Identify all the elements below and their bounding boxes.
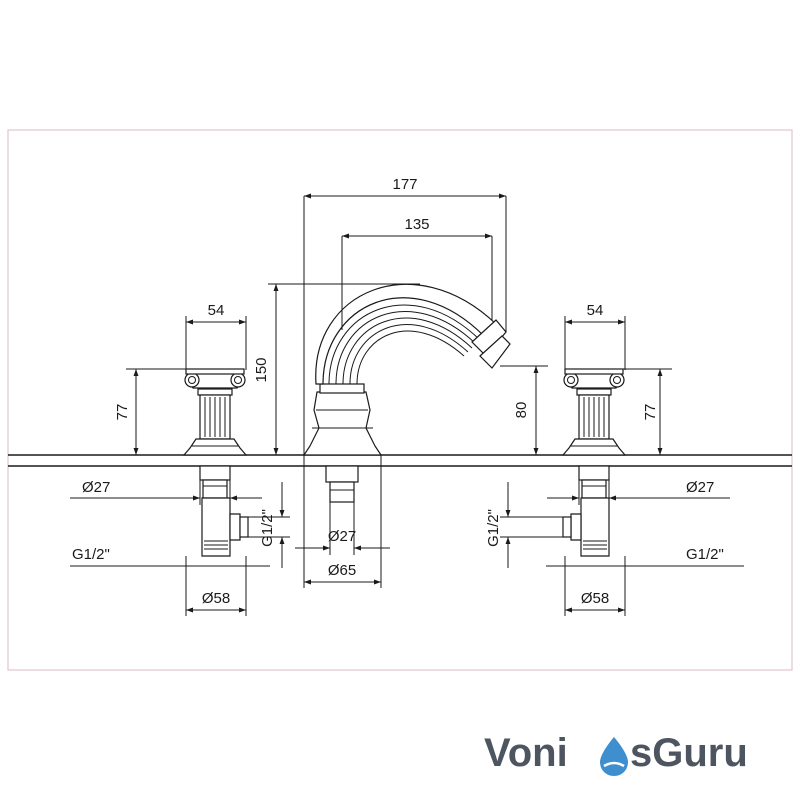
dim-line-135 <box>341 233 493 330</box>
dim-line-80 <box>500 365 548 455</box>
dim-line-150 <box>268 283 420 455</box>
label-d58-right: Ø58 <box>581 590 609 607</box>
dim-line-54-right <box>564 316 626 370</box>
dim-line-77-right <box>622 368 672 455</box>
spout-stem <box>325 465 359 503</box>
label-177: 177 <box>392 176 417 193</box>
label-77-left: 77 <box>114 404 131 421</box>
dim-line-54-left <box>185 316 247 370</box>
label-77-right: 77 <box>642 404 659 421</box>
brand-logo: Voni sGuru <box>484 731 748 776</box>
dim-line-d27-left <box>70 480 262 505</box>
dim-line-g12-elbow-left <box>248 482 290 568</box>
label-54-right: 54 <box>587 302 604 319</box>
label-d27-right: Ø27 <box>686 479 714 496</box>
label-g12-elbow-right: G1/2" <box>485 509 502 547</box>
logo-text-right: sGuru <box>630 731 748 775</box>
label-g12-elbow-left: G1/2" <box>259 509 276 547</box>
label-135: 135 <box>404 216 429 233</box>
deck-surface <box>8 454 792 467</box>
dim-line-d65 <box>303 455 382 588</box>
dim-line-g12-elbow-right <box>500 482 563 568</box>
left-handle <box>182 368 249 557</box>
dim-line-d58-left <box>185 556 247 616</box>
label-d27-spout: Ø27 <box>328 528 356 545</box>
label-54-left: 54 <box>208 302 225 319</box>
spout <box>302 283 511 456</box>
label-d27-left: Ø27 <box>82 479 110 496</box>
label-g12-right: G1/2" <box>686 546 724 563</box>
label-d58-left: Ø58 <box>202 590 230 607</box>
label-g12-left: G1/2" <box>72 546 110 563</box>
drawing-frame <box>7 129 793 671</box>
logo-text-left: Voni <box>484 731 568 775</box>
dim-line-d27-right <box>547 480 730 505</box>
label-d65: Ø65 <box>328 562 356 579</box>
label-80: 80 <box>513 402 530 419</box>
dim-line-77-left <box>126 368 190 455</box>
dim-line-d58-right <box>564 556 626 616</box>
right-handle <box>561 368 627 557</box>
label-150: 150 <box>253 357 270 382</box>
dim-line-177 <box>303 193 507 455</box>
dim-line-d27-spout <box>295 502 390 555</box>
water-drop-icon <box>600 737 628 776</box>
